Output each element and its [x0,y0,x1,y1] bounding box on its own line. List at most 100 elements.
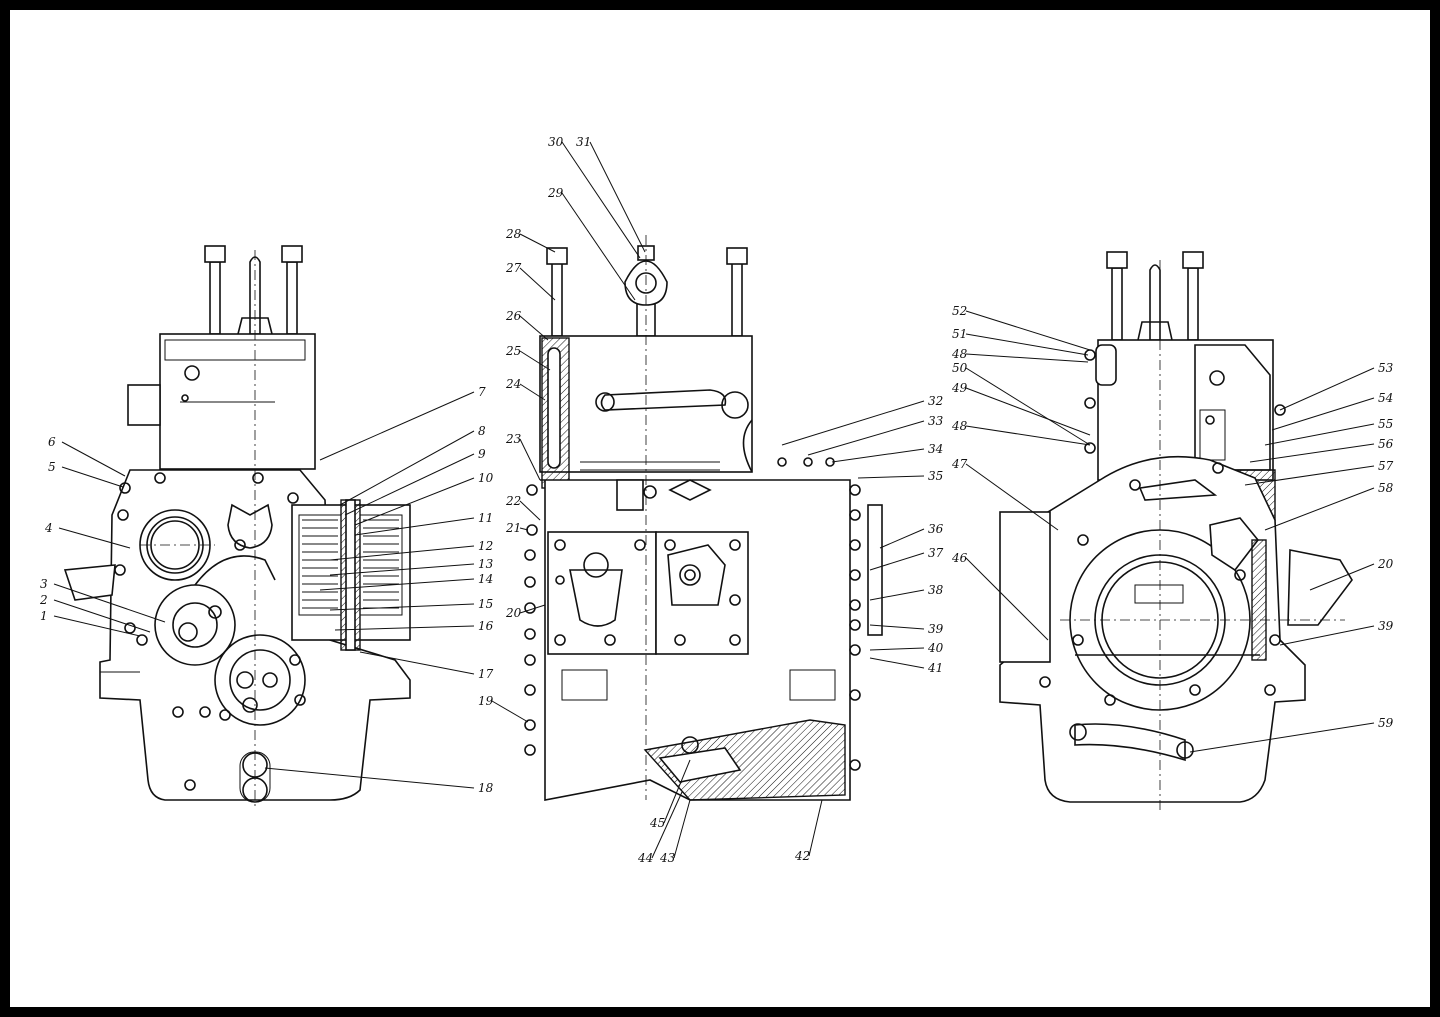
callout-label-4: 4 [44,521,53,535]
callout-leader-10 [354,477,475,526]
callout-label-20: 20 [505,606,522,620]
callout-leader-44 [651,791,683,859]
callout-label-32: 32 [928,394,943,408]
callout-label-38: 38 [928,583,944,597]
callout-label-33: 33 [928,414,944,428]
callout-leader-42 [808,799,823,857]
callout-label-34: 34 [928,442,943,456]
callout-label-52: 52 [952,304,967,318]
callout-leader-37 [869,552,925,571]
callout-leader-30 [561,141,641,259]
callout-label-48: 48 [951,419,968,433]
callout-leader-39 [869,624,925,630]
callout-label-58: 58 [1378,481,1394,495]
callout-label-20: 20 [1377,557,1394,571]
callout-leader-35 [857,475,925,479]
callout-label-8: 8 [478,424,486,438]
callout-label-41: 41 [927,661,943,675]
callout-leader-49 [965,387,1091,436]
callout-label-10: 10 [478,471,494,485]
callout-layer: 1234567891011121314151617181920212223242… [39,135,1394,865]
callout-label-26: 26 [505,309,522,323]
callout-label-22: 22 [505,494,521,508]
callout-leader-19 [491,700,529,723]
callout-label-6: 6 [48,435,56,449]
callout-leader-17 [359,651,475,675]
callout-label-3: 3 [40,577,48,591]
cover-bolts [554,539,741,646]
callout-leader-52 [965,310,1091,351]
callout-leader-24 [519,383,546,401]
callout-leader-32 [781,400,925,446]
callout-leader-4 [58,527,131,549]
callout-label-45: 45 [649,816,665,830]
callout-label-39: 39 [928,622,944,636]
filter-assembly [291,499,411,651]
callout-leader-31 [589,141,646,253]
callout-leader-47 [965,463,1059,531]
callout-label-9: 9 [478,447,486,461]
callout-leader-25 [519,350,551,371]
callout-label-39: 39 [1378,619,1394,633]
callout-leader-29 [561,192,636,301]
callout-label-23: 23 [505,432,522,446]
callout-label-12: 12 [478,539,493,553]
callout-label-17: 17 [478,667,494,681]
callout-label-54: 54 [1378,391,1393,405]
callout-label-50: 50 [952,361,968,375]
callout-label-31: 31 [576,135,591,149]
callout-label-25: 25 [505,344,521,358]
callout-leader-12 [329,545,475,561]
callout-label-7: 7 [478,385,486,399]
callout-leader-41 [869,657,925,669]
housing-bolts [114,472,306,721]
callout-leader-18 [264,767,475,789]
callout-label-56: 56 [1378,437,1394,451]
callout-leader-14 [319,578,475,591]
callout-leader-2 [53,599,151,633]
callout-leader-27 [519,267,556,301]
callout-label-11: 11 [478,511,493,525]
callout-label-35: 35 [928,469,943,483]
callout-leader-28 [519,233,556,253]
callout-leader-58 [1264,487,1375,531]
callout-leader-39 [1279,625,1375,646]
rear-view [999,251,1353,810]
callout-label-44: 44 [637,851,653,865]
front-view [63,245,411,810]
callout-label-27: 27 [505,261,522,275]
callout-label-36: 36 [928,522,944,536]
callout-label-51: 51 [952,327,967,341]
gearbox-technical-drawing: 1234567891011121314151617181920212223242… [39,135,1394,865]
callout-leader-46 [965,557,1049,641]
callout-label-42: 42 [794,849,810,863]
callout-leader-56 [1249,443,1375,463]
callout-leader-8 [339,430,475,506]
callout-label-24: 24 [505,377,521,391]
callout-label-1: 1 [40,609,48,623]
callout-label-13: 13 [478,557,494,571]
callout-label-29: 29 [547,186,564,200]
callout-label-28: 28 [505,227,522,241]
callout-leader-33 [807,420,925,456]
callout-label-2: 2 [39,593,48,607]
callout-label-21: 21 [505,521,521,535]
callout-leader-48 [965,425,1091,446]
callout-leader-40 [869,647,925,651]
callout-label-18: 18 [478,781,494,795]
callout-leader-36 [879,528,925,549]
callout-leader-43 [673,799,691,859]
callout-leader-26 [519,315,549,341]
callout-leader-11 [354,517,475,536]
top-studs [204,245,303,335]
callout-leader-20 [1309,563,1375,591]
callout-leader-7 [319,391,475,461]
callout-leader-16 [334,625,475,631]
callout-leader-21 [519,527,529,531]
callout-leader-22 [519,500,541,521]
side-view [524,235,883,801]
callout-leader-55 [1264,423,1375,446]
callout-leader-34 [831,448,925,463]
callout-label-40: 40 [927,641,944,655]
callout-label-55: 55 [1378,417,1393,431]
